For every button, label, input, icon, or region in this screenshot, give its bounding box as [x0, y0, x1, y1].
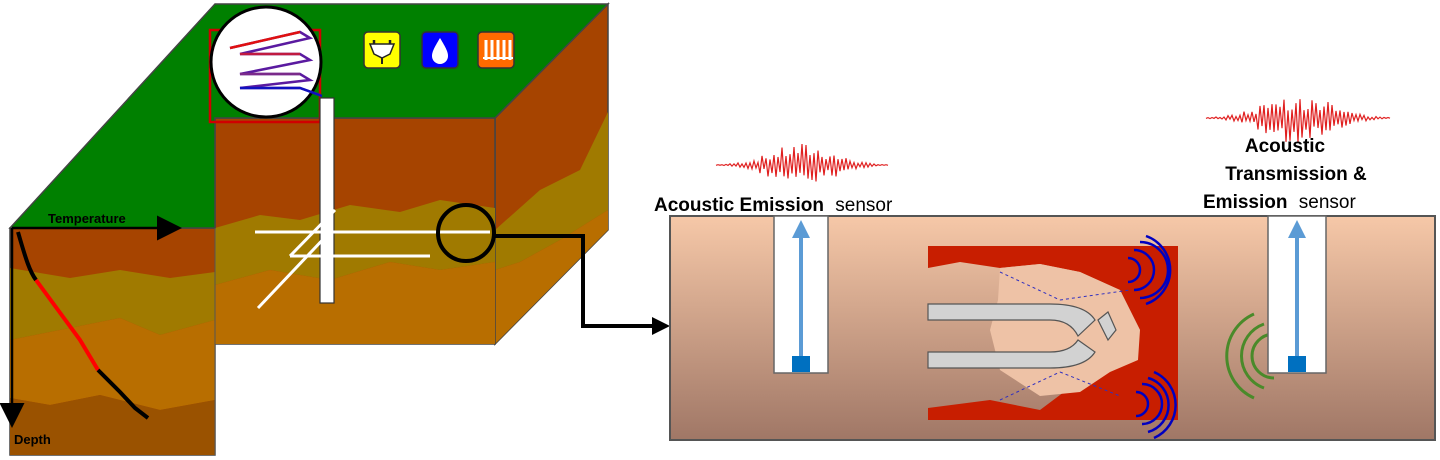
- borehole-detail: Acoustic Emission sensor Acoustic Transm…: [654, 99, 1436, 441]
- radiator-icon: [477, 31, 515, 69]
- plug-icon: [363, 31, 401, 69]
- left-sensor: [773, 215, 829, 374]
- right-waveform: [1205, 99, 1391, 143]
- borehole-branches: [927, 303, 1117, 369]
- fracture-zone: [928, 246, 1178, 420]
- heat-exchanger-coils: [229, 30, 323, 98]
- temperature-axis-label: Temperature: [48, 211, 126, 226]
- vertical-well: [319, 97, 335, 304]
- left-sensor-label: Acoustic Emission sensor: [654, 195, 893, 216]
- temperature-profile-hot-zone: [34, 278, 100, 372]
- right-sensor-label-line1: Acoustic: [1245, 136, 1326, 157]
- diagonal-well: [256, 230, 332, 310]
- water-drop-icon: [421, 31, 459, 69]
- depth-axis-label: Depth: [14, 432, 51, 447]
- zoom-connector: [494, 234, 652, 328]
- emission-waves-bottom: [1135, 370, 1177, 440]
- left-waveform: [715, 144, 889, 182]
- stratum-right-low: [215, 262, 495, 344]
- temperature-profile: [16, 231, 38, 282]
- right-sensor-label-line2: Transmission &: [1225, 164, 1367, 185]
- side-stratum-low: [495, 210, 608, 344]
- side-stratum-mid: [495, 112, 608, 270]
- stratum-right-mid: [215, 200, 495, 285]
- geological-block: Temperature Depth: [0, 2, 670, 456]
- stratum-left-bottom: [10, 395, 215, 455]
- stratum-left-low: [10, 318, 215, 410]
- right-sensor-label-line3: Emission sensor: [1203, 192, 1356, 213]
- stratum-left-mid: [10, 268, 215, 340]
- emission-waves-top: [1127, 234, 1172, 306]
- right-sensor: [1267, 215, 1327, 374]
- zoom-circle: [436, 203, 496, 263]
